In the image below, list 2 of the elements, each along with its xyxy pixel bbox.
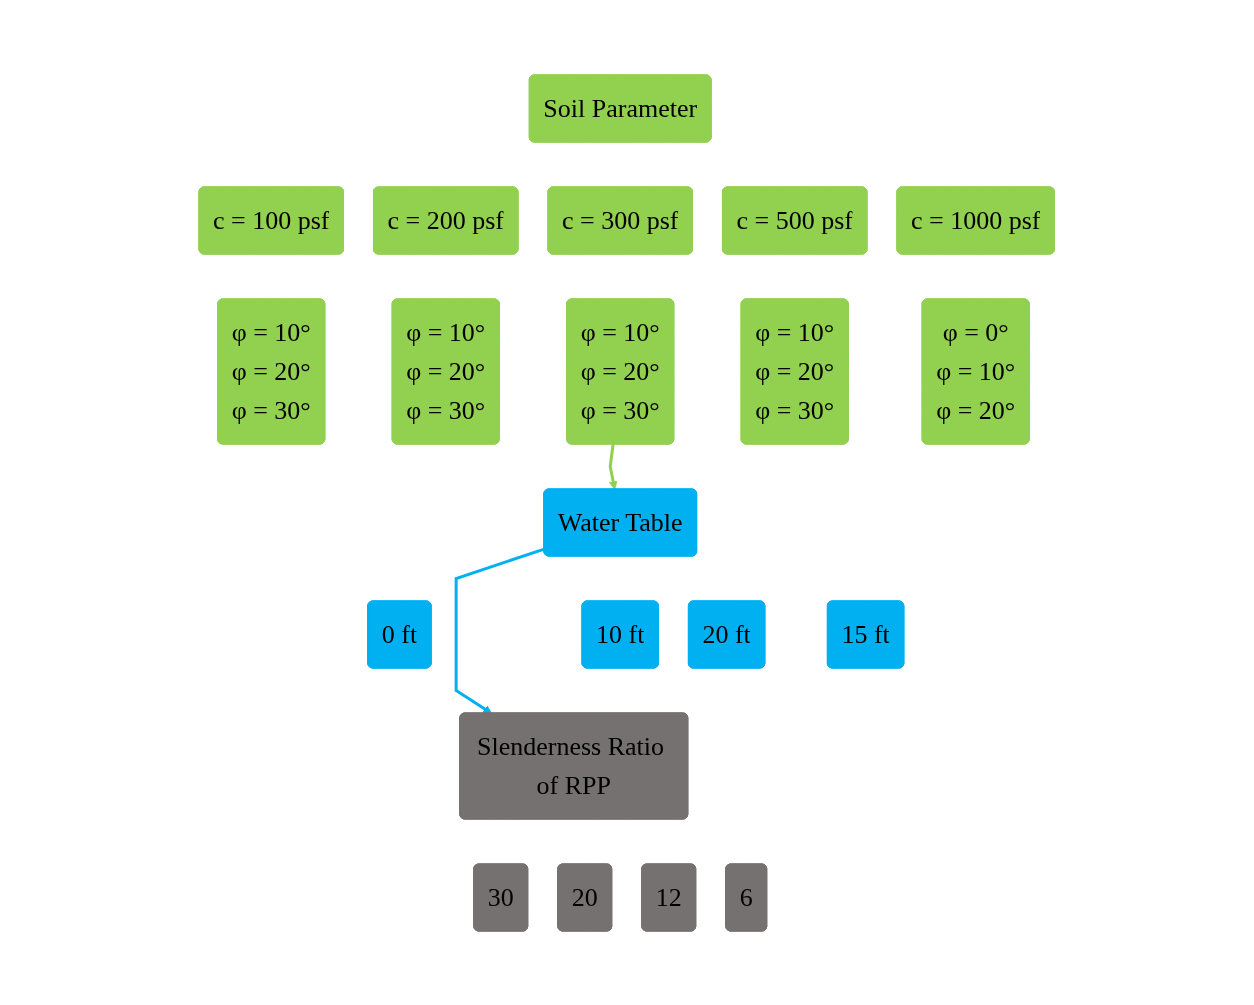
arrow <box>454 547 546 714</box>
arrow <box>608 443 618 490</box>
